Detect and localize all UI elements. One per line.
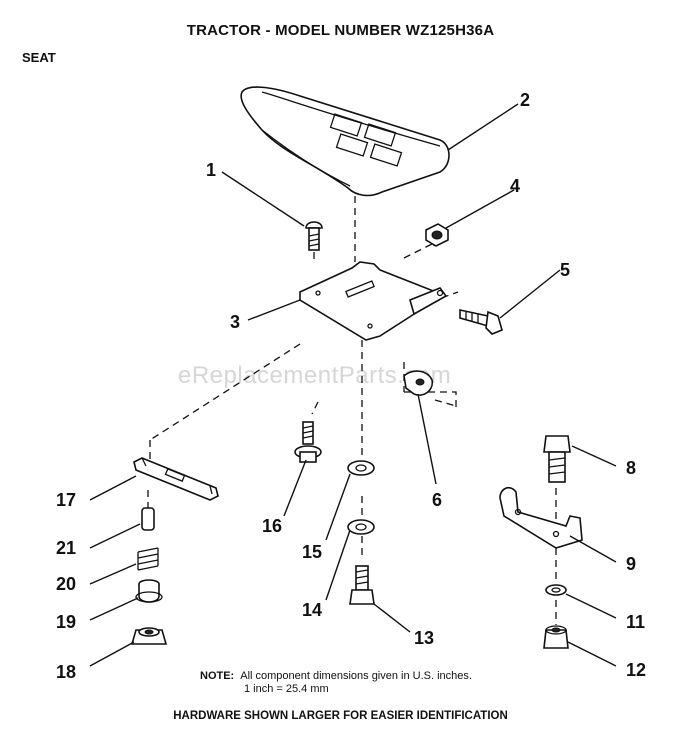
washer-upper-part[interactable] <box>347 460 375 476</box>
bushing-part[interactable] <box>135 579 163 603</box>
callout-number[interactable]: 17 <box>56 490 76 510</box>
section-label: SEAT <box>22 50 56 65</box>
lock-nut-part[interactable] <box>543 625 569 649</box>
hex-bolt-small-part[interactable] <box>349 565 375 605</box>
note-line-2: 1 inch = 25.4 mm <box>244 683 329 695</box>
hardware-footer: HARDWARE SHOWN LARGER FOR EASIER IDENTIF… <box>173 710 508 722</box>
dimension-note: NOTE: All component dimensions given in U… <box>200 670 472 696</box>
flange-nut-part[interactable] <box>425 223 449 247</box>
flange-bolt-part[interactable] <box>294 421 322 463</box>
callout-number[interactable]: 18 <box>56 662 76 682</box>
seat-part[interactable] <box>240 86 450 197</box>
carriage-bolt-part[interactable] <box>305 221 323 251</box>
callout-number[interactable]: 19 <box>56 612 76 632</box>
callout-number[interactable]: 5 <box>560 260 570 280</box>
seat-bracket-part[interactable] <box>299 261 448 341</box>
callout-number[interactable]: 14 <box>302 600 322 620</box>
hex-bolt-part[interactable] <box>543 435 571 483</box>
diagram-title: TRACTOR - MODEL NUMBER WZ125H36A <box>186 22 495 39</box>
callout-number[interactable]: 20 <box>56 574 76 594</box>
callout-number[interactable]: 4 <box>510 176 520 196</box>
callout-number[interactable]: 8 <box>626 458 636 478</box>
washer-small-part[interactable] <box>545 584 567 596</box>
washer-lower-part[interactable] <box>347 519 375 535</box>
callout-number[interactable]: 1 <box>206 160 216 180</box>
callout-number[interactable]: 2 <box>520 90 530 110</box>
callout-number[interactable]: 3 <box>230 312 240 332</box>
callout-number[interactable]: 15 <box>302 542 322 562</box>
callout-number[interactable]: 6 <box>432 490 442 510</box>
callout-number[interactable]: 12 <box>626 660 646 680</box>
spring-part[interactable] <box>137 547 159 571</box>
note-label: NOTE: <box>200 670 235 682</box>
clip-part[interactable] <box>403 370 434 396</box>
hex-nut-part[interactable] <box>130 627 168 645</box>
callout-number[interactable]: 16 <box>262 516 282 536</box>
callout-number[interactable]: 21 <box>56 538 76 558</box>
pin-part[interactable] <box>141 507 155 531</box>
callout-number[interactable]: 13 <box>414 628 434 648</box>
callout-number[interactable]: 11 <box>626 612 645 632</box>
callout-number[interactable]: 9 <box>626 554 636 574</box>
shoulder-bolt-part[interactable] <box>459 309 503 335</box>
note-line-1: All component dimensions given in U.S. i… <box>240 670 472 682</box>
slide-plate-part[interactable] <box>133 457 219 501</box>
angle-bracket-part[interactable] <box>499 486 583 549</box>
